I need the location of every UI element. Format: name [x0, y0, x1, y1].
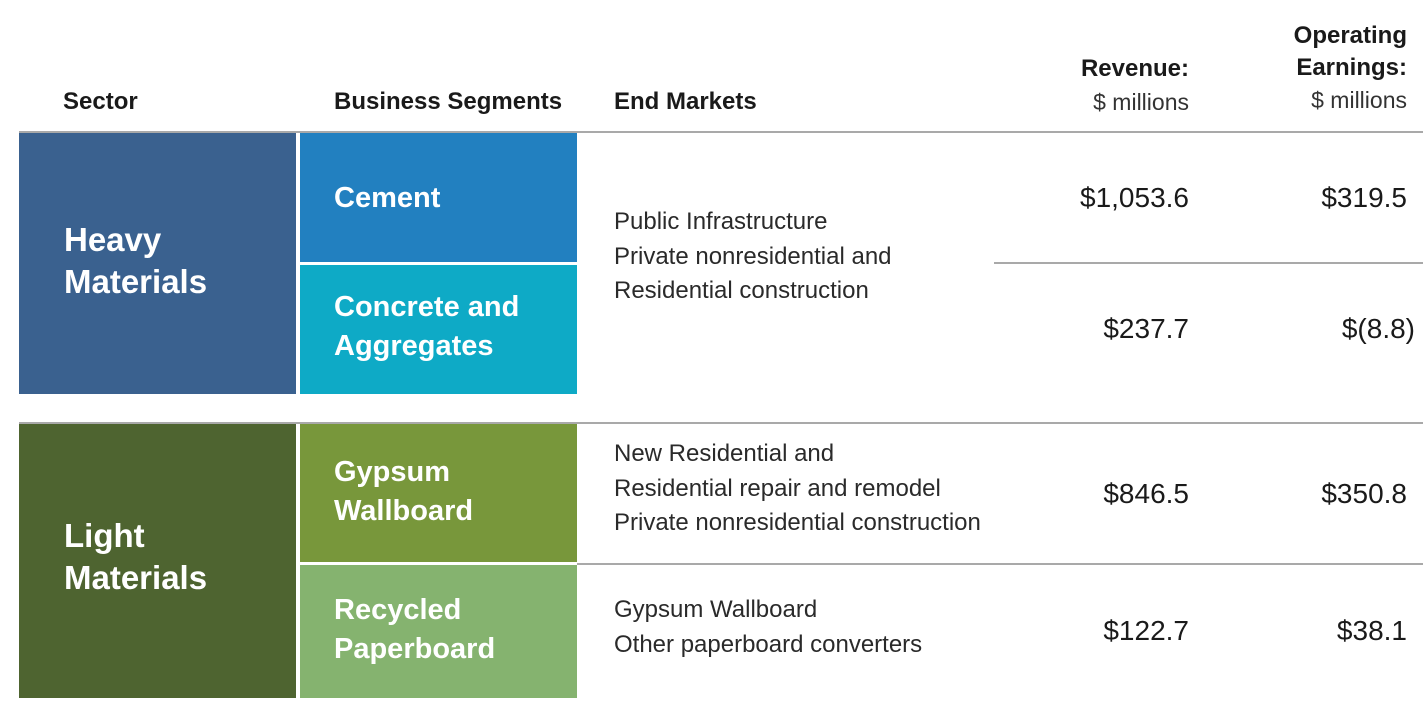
end-market-item: New Residential and	[614, 440, 835, 467]
sector-divider	[19, 422, 1423, 424]
segment-recycled-paperboard: Recycled Paperboard	[300, 565, 577, 698]
revenue-header-unit: $ millions	[1093, 89, 1189, 115]
sector-header: Sector	[63, 88, 138, 115]
paperboard-operating-earnings: $38.1	[1336, 615, 1407, 646]
business-segments-header: Business Segments	[334, 88, 563, 115]
end-market-item: Residential repair and remodel	[614, 474, 941, 502]
sector-name-line2: Materials	[64, 263, 208, 300]
cement-row-divider	[994, 262, 1423, 264]
header-divider	[19, 131, 1423, 133]
revenue-header-label: Revenue:	[1080, 55, 1189, 82]
gypsum-revenue: $846.5	[1103, 478, 1189, 509]
end-market-item: Gypsum Wallboard	[614, 596, 818, 623]
end-market-item: Private nonresidential construction	[614, 509, 981, 536]
segment-concrete-aggregates: Concrete and Aggregates	[300, 265, 577, 394]
gypsum-row-divider	[577, 563, 1423, 565]
paperboard-revenue: $122.7	[1103, 615, 1189, 646]
segment-name-line2: Aggregates	[334, 330, 494, 362]
segment-name-line1: Concrete and	[334, 291, 520, 323]
end-market-item: Residential construction	[614, 277, 869, 304]
heavy-end-markets: Public Infrastructure Private nonresiden…	[614, 205, 892, 309]
gypsum-operating-earnings: $350.8	[1321, 478, 1407, 509]
segment-name-line1: Recycled	[334, 594, 462, 626]
sector-heavy-materials: Heavy Materials	[19, 133, 296, 394]
sector-name-line1: Heavy	[64, 221, 162, 258]
end-markets-header: End Markets	[614, 88, 757, 115]
concrete-aggregates-operating-earnings: $(8.8)	[1341, 313, 1415, 344]
sector-name-line1: Light	[64, 517, 145, 554]
segment-gypsum-wallboard: Gypsum Wallboard	[300, 424, 577, 562]
concrete-aggregates-revenue: $237.7	[1103, 313, 1189, 344]
cement-operating-earnings: $319.5	[1321, 182, 1407, 213]
operating-earnings-header-unit: $ millions	[1311, 87, 1407, 113]
paperboard-end-markets: Gypsum Wallboard Other paperboard conver…	[614, 593, 922, 662]
operating-earnings-header-line2: Earnings:	[1296, 54, 1407, 81]
segment-name-line1: Gypsum	[334, 456, 451, 488]
end-market-item: Other paperboard converters	[614, 630, 923, 658]
segment-name-line2: Wallboard	[334, 495, 474, 527]
sector-light-materials: Light Materials	[19, 424, 296, 698]
segment-name: Cement	[334, 182, 441, 214]
gypsum-end-markets: New Residential and Residential repair a…	[614, 437, 981, 541]
sector-name-line2: Materials	[64, 559, 208, 596]
operating-earnings-header-line1: Operating	[1293, 22, 1407, 49]
segment-name-line2: Paperboard	[334, 633, 496, 665]
revenue-header: Revenue: $ millions	[1081, 55, 1189, 116]
end-market-item: Public Infrastructure	[614, 208, 828, 235]
operating-earnings-header: Operating Earnings: $ millions	[1294, 22, 1407, 114]
end-market-item: Private nonresidential and	[614, 242, 892, 270]
segment-cement: Cement	[300, 133, 577, 262]
cement-revenue: $1,053.6	[1080, 182, 1189, 213]
